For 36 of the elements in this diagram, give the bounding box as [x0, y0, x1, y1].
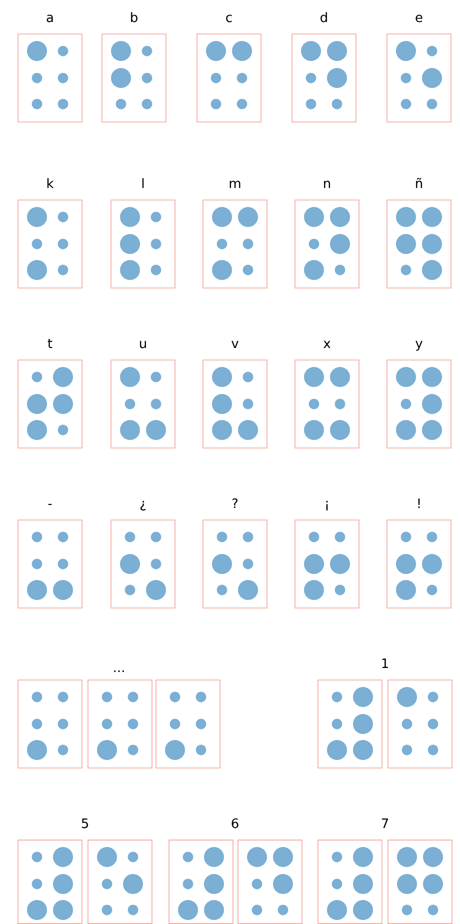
cell-label: k [47, 178, 54, 188]
cell-label: c [226, 14, 232, 22]
cell-label: ñ [416, 178, 422, 188]
braille-cell [156, 680, 220, 768]
cell-label: y [416, 340, 422, 351]
cell-label: ? [232, 498, 238, 508]
cell-label: n [324, 180, 330, 188]
braille-cell [88, 680, 152, 768]
cell-label: t [48, 338, 52, 348]
cell-label: ! [418, 498, 420, 508]
braille-cell [388, 840, 452, 924]
cell-label: - [48, 504, 52, 505]
braille-cell [238, 840, 302, 924]
cell-label: ¡ [326, 500, 328, 510]
cell-label: 1 [382, 658, 388, 668]
cell-label: ¿ [140, 500, 146, 511]
cell-label: e [416, 14, 422, 22]
braille-cell [18, 680, 82, 768]
braille-cell [318, 680, 382, 768]
cell-label: b [131, 12, 138, 22]
braille-cell [18, 840, 82, 924]
cell-label: u [140, 340, 146, 348]
braille-cell [88, 840, 152, 924]
cell-label: a [46, 14, 53, 22]
cell-label: 6 [232, 818, 238, 828]
cell-label: x [324, 340, 330, 348]
cell-label: d [320, 12, 327, 22]
cell-label: 5 [82, 818, 88, 828]
cell-label: 7 [382, 818, 388, 828]
braille-cell [318, 840, 382, 924]
cell-label: v [232, 340, 238, 348]
cell-label: m [230, 180, 240, 188]
braille-cell [168, 840, 234, 924]
braille-cell [388, 680, 452, 768]
cell-label: ... [114, 670, 124, 672]
cell-label: l [142, 178, 144, 188]
